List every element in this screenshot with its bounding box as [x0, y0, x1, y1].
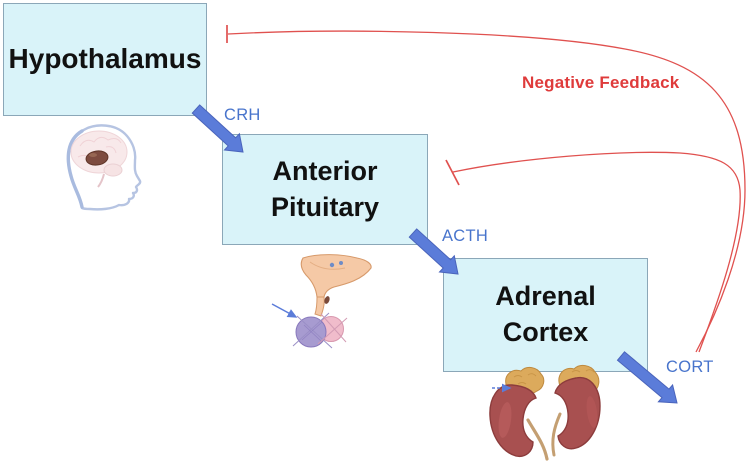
- hypothalamus-label: Hypothalamus: [8, 43, 202, 75]
- box-hypothalamus: Hypothalamus: [3, 3, 207, 116]
- pituitary-gland-icon: [271, 254, 372, 349]
- inhibition-bar-pituitary: [445, 159, 460, 186]
- brain-icon: [66, 124, 142, 211]
- crh-hormone-label: CRH: [224, 106, 261, 124]
- pituitary-pointer-arrow-icon: [271, 303, 298, 318]
- box-adrenal-cortex: Adrenal Cortex: [443, 258, 648, 372]
- cort-hormone-label: CORT: [666, 358, 714, 376]
- box-anterior-pituitary: Anterior Pituitary: [222, 134, 428, 245]
- acth-hormone-label: ACTH: [442, 227, 489, 245]
- anterior-pituitary-label: Anterior Pituitary: [270, 155, 380, 222]
- negative-feedback-label: Negative Feedback: [522, 73, 680, 92]
- adrenal-cortex-label: Adrenal Cortex: [495, 281, 596, 347]
- kidneys-adrenal-icon: [489, 364, 601, 461]
